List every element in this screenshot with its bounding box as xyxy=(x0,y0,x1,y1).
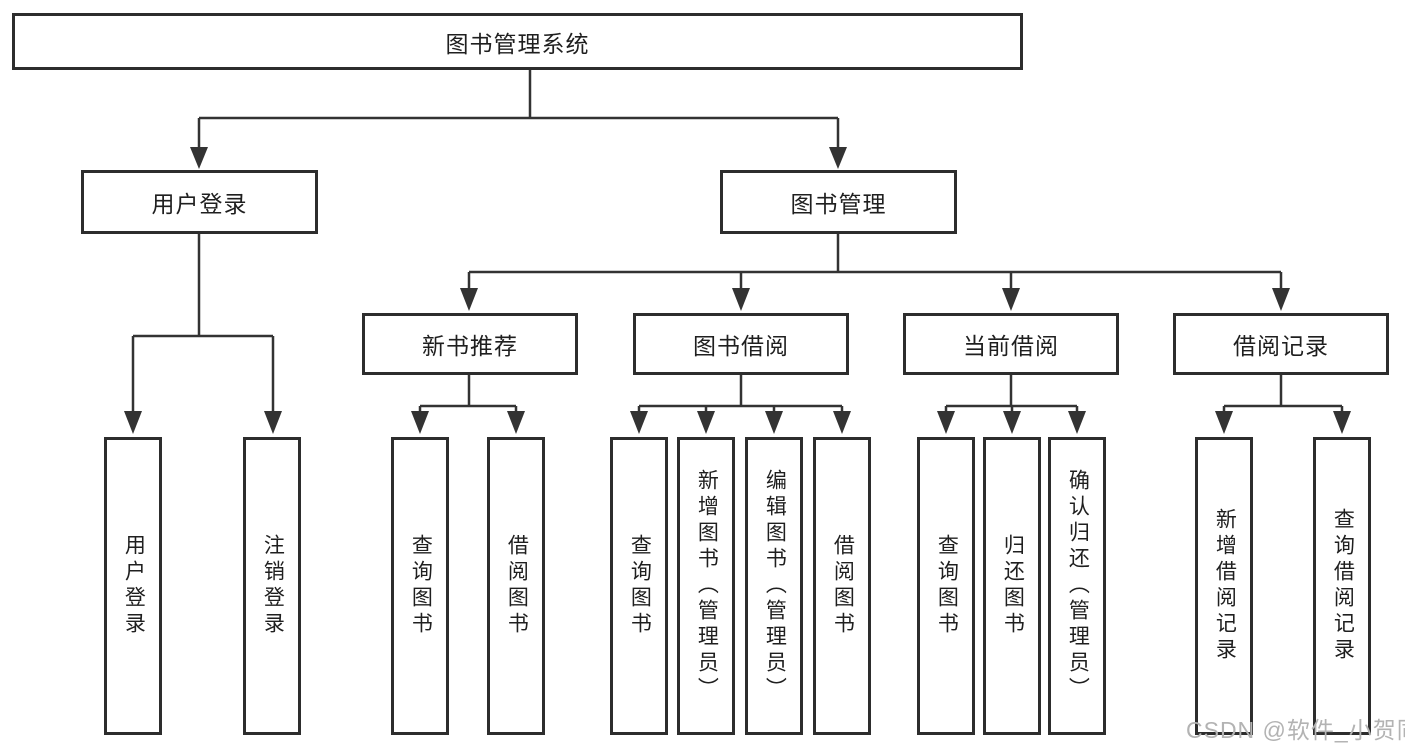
node-current-borrowing: 当前借阅 xyxy=(903,313,1119,375)
leaf-current-query-books: 查询图书 xyxy=(917,437,975,735)
leaf-newbooks-borrow-books-label: 借阅图书 xyxy=(505,534,529,638)
node-borrow-records: 借阅记录 xyxy=(1173,313,1389,375)
connector-login-to-leaves xyxy=(124,234,282,434)
node-book-borrowing: 图书借阅 xyxy=(633,313,849,375)
connector-newbooks-to-leaves xyxy=(411,375,525,434)
node-root-label: 图书管理系统 xyxy=(445,30,590,57)
node-new-book-recommend-label: 新书推荐 xyxy=(422,333,518,359)
leaf-borrowing-query-books-label: 查询图书 xyxy=(628,534,652,638)
connector-borrowing-to-leaves xyxy=(630,375,851,434)
node-new-book-recommend: 新书推荐 xyxy=(362,313,578,375)
leaf-borrowing-edit-books-admin-label: 编辑图书（管理员） xyxy=(763,469,787,703)
leaf-current-return-books: 归还图书 xyxy=(983,437,1041,735)
leaf-logout: 注销登录 xyxy=(243,437,301,735)
node-book-management-label: 图书管理 xyxy=(790,191,887,217)
leaf-borrowing-edit-books-admin: 编辑图书（管理员） xyxy=(745,437,803,735)
connector-mgmt-to-level3 xyxy=(460,234,1290,311)
node-root-system: 图书管理系统 xyxy=(12,13,1023,70)
node-current-borrowing-label: 当前借阅 xyxy=(963,333,1059,359)
leaf-newbooks-query-books-label: 查询图书 xyxy=(409,534,433,638)
node-borrow-records-label: 借阅记录 xyxy=(1233,333,1329,359)
leaf-records-add-record-label: 新增借阅记录 xyxy=(1213,508,1237,664)
connector-current-to-leaves xyxy=(937,375,1086,434)
node-book-borrowing-label: 图书借阅 xyxy=(693,333,789,359)
leaf-borrowing-add-books-admin-label: 新增图书（管理员） xyxy=(695,469,719,703)
leaf-records-query-record: 查询借阅记录 xyxy=(1313,437,1371,735)
leaf-records-add-record: 新增借阅记录 xyxy=(1195,437,1253,735)
leaf-user-login-label: 用户登录 xyxy=(122,534,146,638)
node-user-login: 用户登录 xyxy=(81,170,318,234)
leaf-newbooks-borrow-books: 借阅图书 xyxy=(487,437,545,735)
csdn-watermark: CSDN @软件_小贺同学 xyxy=(1186,717,1405,743)
connector-root-to-level2 xyxy=(190,70,847,169)
leaf-borrowing-query-books: 查询图书 xyxy=(610,437,668,735)
leaf-user-login: 用户登录 xyxy=(104,437,162,735)
leaf-borrowing-borrow-books-label: 借阅图书 xyxy=(831,534,855,638)
connector-records-to-leaves xyxy=(1215,375,1351,434)
leaf-borrowing-borrow-books: 借阅图书 xyxy=(813,437,871,735)
leaf-current-return-books-label: 归还图书 xyxy=(1001,534,1025,638)
leaf-records-query-record-label: 查询借阅记录 xyxy=(1331,508,1355,664)
leaf-current-confirm-return-admin-label: 确认归还（管理员） xyxy=(1066,469,1090,703)
leaf-current-query-books-label: 查询图书 xyxy=(935,534,959,638)
leaf-newbooks-query-books: 查询图书 xyxy=(391,437,449,735)
leaf-logout-label: 注销登录 xyxy=(261,534,285,638)
leaf-current-confirm-return-admin: 确认归还（管理员） xyxy=(1048,437,1106,735)
node-book-management: 图书管理 xyxy=(720,170,957,234)
leaf-borrowing-add-books-admin: 新增图书（管理员） xyxy=(677,437,735,735)
node-user-login-label: 用户登录 xyxy=(151,191,248,217)
